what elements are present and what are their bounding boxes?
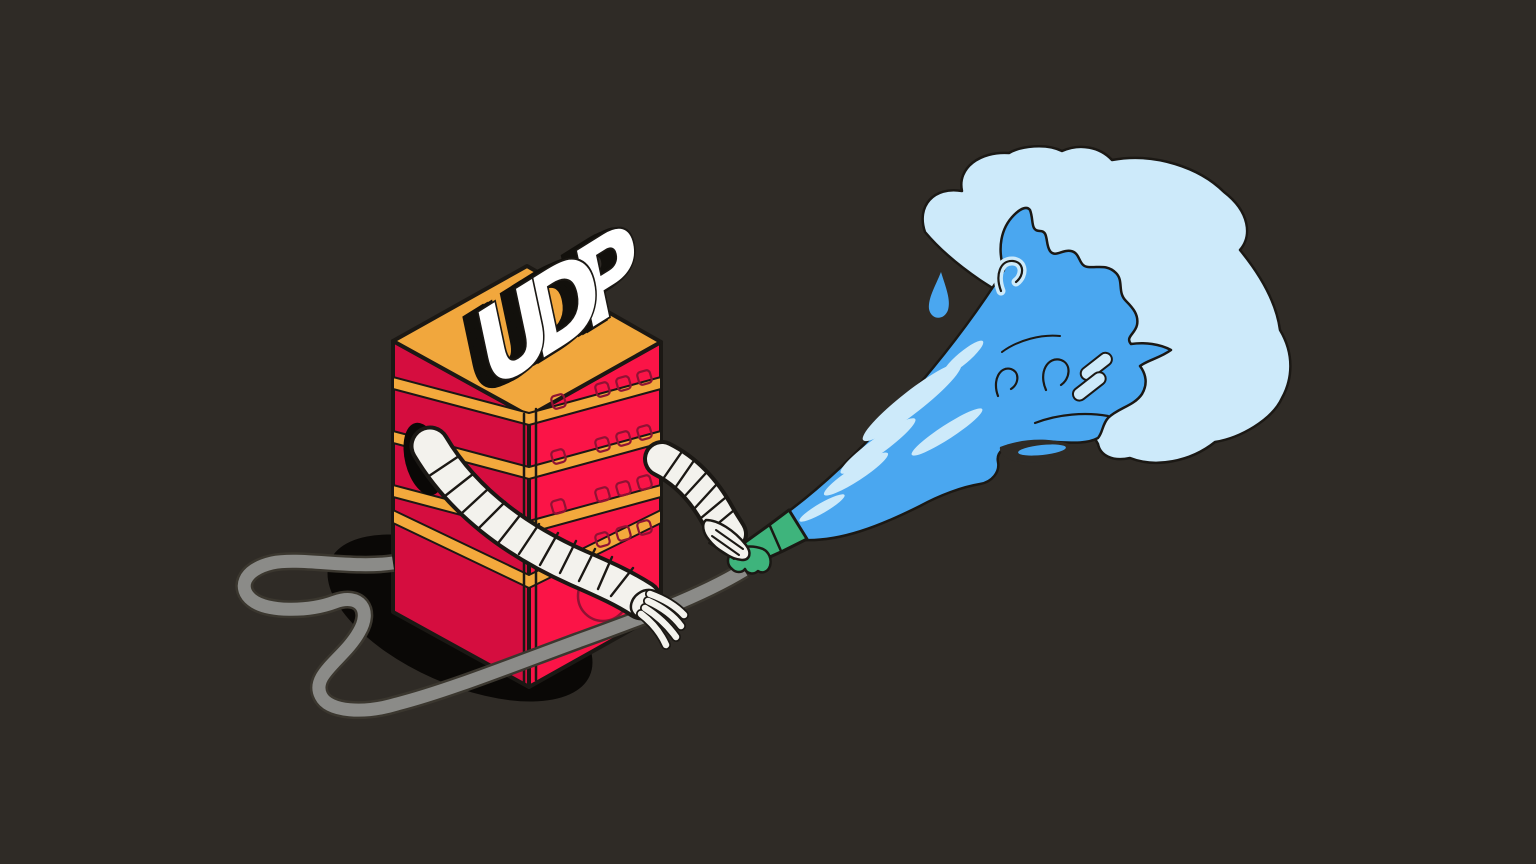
water-swirl [1001,334,1061,353]
vent [594,381,611,398]
right-arm-ribs [661,451,735,533]
nozzle-collar-line [768,524,783,553]
water-swirl [994,367,1019,398]
vent [636,474,653,491]
vent [594,486,611,503]
water-streak [799,494,845,522]
vent [615,525,632,542]
water-swirl [1033,412,1110,425]
water-streak [823,452,889,496]
vent [636,519,653,536]
left-fingers [637,590,688,649]
vent [615,430,632,447]
vent [550,448,567,465]
garden-hose-tube [237,554,748,717]
splash-capsule [1071,371,1107,402]
rack-stripe [392,376,662,426]
water-streak [840,418,916,474]
splash-curl-sliver [1018,444,1066,456]
water-swirl [1042,358,1070,392]
left-arm [409,425,689,650]
right-hand-back [701,518,751,562]
right-finger-lines [708,529,744,560]
udp-letter-u: U U U U [450,252,562,427]
rack-stripe [392,509,662,589]
server-top-face [391,264,663,418]
left-arm-ribs [427,454,635,598]
left-arm-tube [413,429,659,617]
vent [550,393,567,410]
right-arm [643,440,772,575]
right-hand [701,518,772,575]
vent [594,436,611,453]
udp-label: P P P P D D D D U U U U [450,195,654,427]
vent [636,424,653,441]
water-streak [862,362,962,442]
splash-hook-outline [997,259,1024,293]
server-vents [550,369,653,560]
water-streak [911,408,983,456]
vent [615,480,632,497]
vent [636,369,653,386]
splash-swirls [994,256,1113,425]
water-droplet [928,272,949,318]
vent [550,498,567,515]
left-hand [629,588,689,650]
water-streak [942,340,984,376]
water-highlights [799,340,984,522]
vent [594,531,611,548]
vent [615,375,632,392]
garden-hose [235,552,749,720]
